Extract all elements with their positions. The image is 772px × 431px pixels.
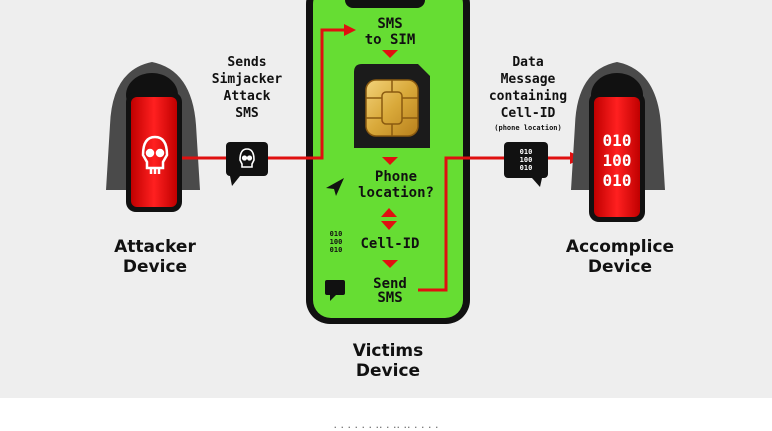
sms-to-sim-1: SMS [377, 16, 402, 32]
cell-id-label: Cell-ID [360, 236, 419, 252]
accomplice-label-line1: Accomplice [566, 237, 674, 257]
binary-small-2: 100 [330, 238, 343, 246]
data-sublabel: (phone location) [494, 124, 561, 132]
victim-label-line2: Device [356, 361, 420, 381]
arrow-right-icon [344, 24, 356, 36]
bidirectional-arrow-icon [381, 208, 397, 230]
data-message-bubble: 010 100 010 [504, 142, 548, 187]
sends-label-2: Simjacker [212, 72, 283, 87]
attack-sms-bubble [226, 142, 268, 186]
phone-location-2: location? [358, 185, 434, 201]
send-sms-2: SMS [377, 290, 402, 306]
binary-small-1: 010 [330, 230, 343, 238]
skull-icon [141, 135, 169, 174]
location-arrow-icon [326, 178, 344, 196]
sim-card-icon [354, 64, 430, 148]
data-label-3: containing [489, 89, 567, 104]
accomplice-label-line2: Device [588, 257, 652, 277]
data-label-2: Message [501, 72, 556, 87]
chat-bubble-icon [325, 280, 345, 301]
bubble-binary-3: 010 [520, 164, 533, 172]
accomplice-binary-1: 010 [603, 131, 632, 150]
bubble-binary-2: 100 [520, 156, 533, 164]
attacker-figure [106, 62, 200, 212]
sms-to-sim-2: to SIM [365, 32, 416, 48]
accomplice-figure [571, 62, 665, 222]
accomplice-binary-2: 100 [603, 151, 632, 170]
sends-label-4: SMS [235, 106, 259, 121]
accomplice-binary-3: 010 [603, 171, 632, 190]
attacker-label-line1: Attacker [114, 237, 196, 257]
send-sms-1: Send [373, 276, 407, 292]
arrow-down-icon-3 [382, 260, 398, 268]
attacker-label-line2: Device [123, 257, 187, 277]
bubble-binary-1: 010 [520, 148, 533, 156]
data-label-1: Data [512, 55, 543, 70]
victim-label-line1: Victims [353, 341, 424, 361]
arrow-down-icon-2 [382, 157, 398, 165]
phone-location-1: Phone [375, 169, 417, 185]
binary-small-3: 010 [330, 246, 343, 254]
sends-label-3: Attack [224, 89, 271, 104]
arrow-down-icon [382, 50, 398, 58]
sends-label-1: Sends [227, 55, 266, 70]
data-label-4: Cell-ID [501, 106, 556, 121]
